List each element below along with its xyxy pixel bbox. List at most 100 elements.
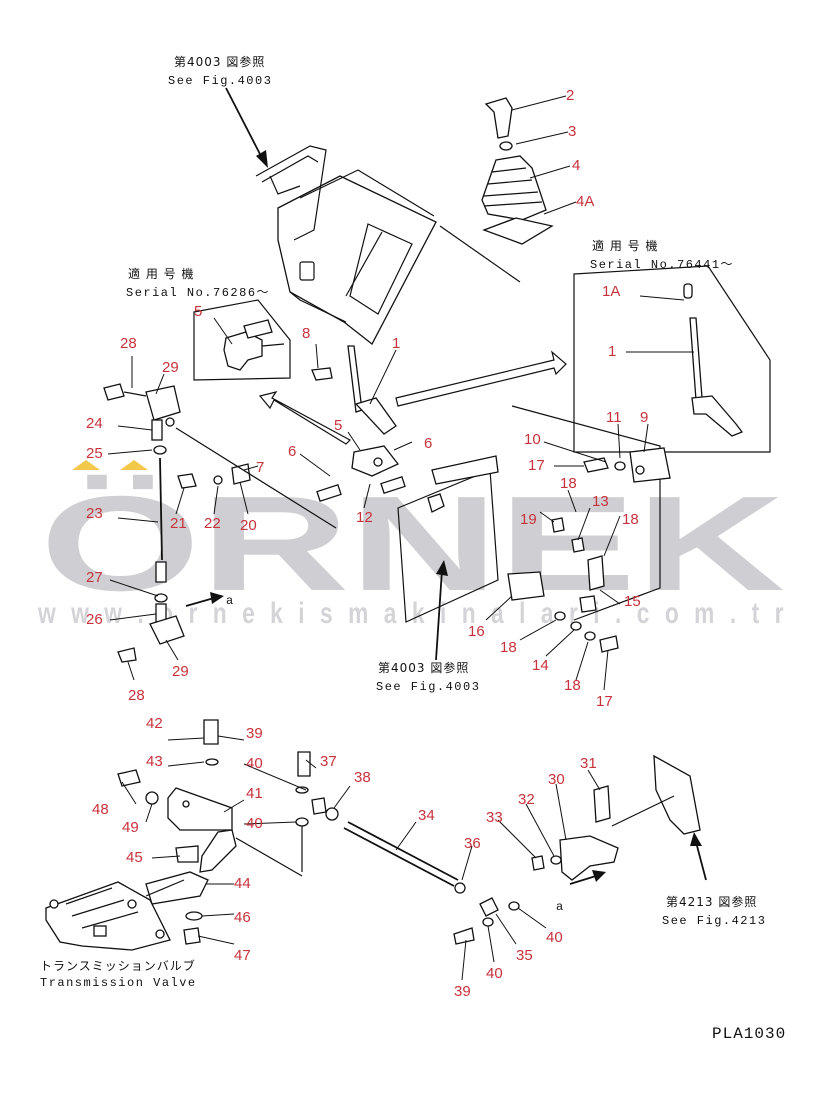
callout-1: 1 bbox=[392, 335, 400, 352]
callout-31: 31 bbox=[580, 755, 597, 772]
callout-25: 25 bbox=[86, 445, 103, 462]
callout-18-b: 18 bbox=[622, 511, 639, 528]
ref-right-arrowhead bbox=[690, 832, 702, 846]
callout-5: 5 bbox=[334, 417, 342, 434]
callout-44: 44 bbox=[234, 875, 251, 892]
boot-leader bbox=[439, 225, 521, 283]
callout-34: 34 bbox=[418, 807, 435, 824]
callout-40-b: 40 bbox=[246, 815, 263, 832]
callout-49: 49 bbox=[122, 819, 139, 836]
callout-1-inset: 1 bbox=[608, 343, 616, 360]
right-side-parts bbox=[507, 447, 671, 653]
callout-9: 9 bbox=[640, 409, 648, 426]
ref-mid-arrowhead bbox=[436, 560, 448, 576]
callout-16: 16 bbox=[468, 623, 485, 640]
callout-18-c: 18 bbox=[500, 639, 517, 656]
callout-7: 7 bbox=[256, 459, 264, 476]
ref-mid-arrow bbox=[435, 569, 443, 661]
arrow-a-upper bbox=[185, 597, 215, 607]
ref-top-arrowhead bbox=[256, 150, 268, 168]
callout-13: 13 bbox=[592, 493, 609, 510]
callout-18-d: 18 bbox=[564, 677, 581, 694]
callout-47: 47 bbox=[234, 947, 251, 964]
callout-29-bottom: 29 bbox=[172, 663, 189, 680]
arrow-to-inset-right bbox=[395, 350, 567, 407]
callout-17-top: 17 bbox=[528, 457, 545, 474]
ref-right-arrow bbox=[695, 841, 707, 881]
ref-top-arrow bbox=[225, 87, 263, 159]
callout-45: 45 bbox=[126, 849, 143, 866]
callout-3: 3 bbox=[568, 123, 576, 140]
watermark: ÖRNEK w w w . o r n e k i s m a k i n a … bbox=[37, 460, 785, 630]
inset-left bbox=[193, 299, 291, 381]
callout-14: 14 bbox=[532, 657, 549, 674]
callout-27: 27 bbox=[86, 569, 103, 586]
lever-assembly bbox=[311, 345, 661, 623]
callout-15: 15 bbox=[624, 593, 641, 610]
callout-5-inset: 5 bbox=[194, 303, 202, 320]
arrow-a-lower bbox=[569, 875, 597, 885]
callout-10: 10 bbox=[524, 431, 541, 448]
callout-29-top: 29 bbox=[162, 359, 179, 376]
callout-36: 36 bbox=[464, 835, 481, 852]
callout-18-a: 18 bbox=[560, 475, 577, 492]
callout-46: 46 bbox=[234, 909, 251, 926]
callout-17-bottom: 17 bbox=[596, 693, 613, 710]
callout-8: 8 bbox=[302, 325, 310, 342]
arrow-a-lower-head bbox=[592, 870, 606, 882]
callout-33: 33 bbox=[486, 809, 503, 826]
callout-28-bottom: 28 bbox=[128, 687, 145, 704]
callout-2: 2 bbox=[566, 87, 574, 104]
callout-35: 35 bbox=[516, 947, 533, 964]
callout-38: 38 bbox=[354, 769, 371, 786]
ref-top-en: See Fig.4003 bbox=[168, 74, 272, 88]
arrow-a-lower-label: a bbox=[556, 900, 565, 914]
shift-knob bbox=[484, 97, 513, 151]
callout-20: 20 bbox=[240, 517, 257, 534]
drawing-code: PLA1030 bbox=[712, 1025, 786, 1043]
serial-left-en: Serial No.76286～ bbox=[126, 286, 270, 300]
callout-32: 32 bbox=[518, 791, 535, 808]
ref-right-jp: 第4213 図参照 bbox=[666, 894, 757, 909]
callout-39-bottom: 39 bbox=[454, 983, 471, 1000]
callout-41: 41 bbox=[246, 785, 263, 802]
callout-1a: 1A bbox=[602, 283, 620, 300]
callout-39-top: 39 bbox=[246, 725, 263, 742]
callout-40-c: 40 bbox=[546, 929, 563, 946]
left-rod-assembly bbox=[103, 383, 337, 663]
callout-30: 30 bbox=[548, 771, 565, 788]
valve-label-en: Transmission Valve bbox=[40, 976, 197, 990]
callout-6-right: 6 bbox=[424, 435, 432, 452]
watermark-dot-right bbox=[120, 460, 148, 470]
valve-label-jp: トランスミッションバルブ bbox=[40, 958, 196, 973]
callout-19: 19 bbox=[520, 511, 537, 528]
callout-6-left: 6 bbox=[288, 443, 296, 460]
callout-22: 22 bbox=[204, 515, 221, 532]
lower-linkage bbox=[117, 719, 701, 945]
callout-21: 21 bbox=[170, 515, 187, 532]
transmission-valve bbox=[45, 879, 185, 951]
ref-right-en: See Fig.4213 bbox=[662, 914, 766, 928]
callout-26: 26 bbox=[86, 611, 103, 628]
watermark-dot-left bbox=[72, 460, 100, 470]
callout-42: 42 bbox=[146, 715, 163, 732]
callout-24: 24 bbox=[86, 415, 103, 432]
callout-12: 12 bbox=[356, 509, 373, 526]
watermark-brand: ÖRNEK bbox=[40, 468, 785, 619]
ref-mid-en: See Fig.4003 bbox=[376, 680, 480, 694]
callout-4a: 4A bbox=[576, 193, 594, 210]
ref-mid-jp: 第4003 図参照 bbox=[378, 660, 469, 675]
serial-right-en: Serial No.76441～ bbox=[590, 258, 734, 272]
arrow-to-inset-left bbox=[258, 391, 351, 445]
callout-48: 48 bbox=[92, 801, 109, 818]
callout-40-d: 40 bbox=[486, 965, 503, 982]
callout-40-a: 40 bbox=[246, 755, 263, 772]
callout-43: 43 bbox=[146, 753, 163, 770]
callout-4: 4 bbox=[572, 157, 580, 174]
arrow-a-upper-head bbox=[210, 592, 224, 604]
serial-right-jp: 適 用 号 機 bbox=[592, 238, 658, 253]
callout-23: 23 bbox=[86, 505, 103, 522]
ref-top-jp: 第4003 図参照 bbox=[174, 54, 265, 69]
callout-leaders bbox=[107, 95, 694, 981]
